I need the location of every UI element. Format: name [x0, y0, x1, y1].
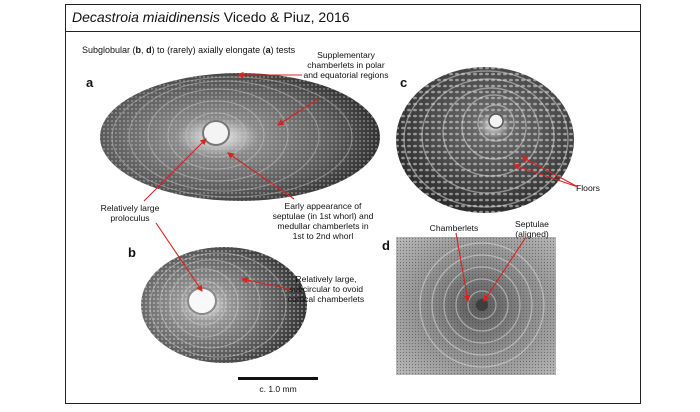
subtitle-text: ) to (rarely) axially elongate (: [151, 45, 266, 55]
figure-subtitle: Subglobular (b, d) to (rarely) axially e…: [82, 45, 295, 55]
subtitle-ref-a: a: [265, 45, 271, 55]
annotation-early-septulae: Early appearance of septulae (in 1st who…: [272, 201, 374, 241]
scale-label: c. 1.0 mm: [259, 384, 297, 394]
scale-bar: [238, 377, 318, 380]
title-bar: Decastroia miaidinensis Vicedo & Piuz, 2…: [66, 5, 640, 32]
panel-label-b: b: [128, 245, 136, 260]
specimen-image-d: [396, 237, 556, 375]
specimen-image-c: [394, 65, 576, 215]
subtitle-text: ,: [141, 45, 147, 55]
panel-label-a: a: [86, 75, 94, 90]
panel-label-c: c: [400, 75, 408, 90]
annotation-cortical-chamberlets: Relatively large, subcircular to ovoid c…: [287, 274, 365, 304]
figure-frame: Decastroia miaidinensis Vicedo & Piuz, 2…: [65, 4, 641, 404]
annotation-supplementary-chamberlets: Supplementary chamberlets in polar and e…: [303, 50, 389, 80]
annotation-proloculus: Relatively large proloculus: [100, 203, 160, 223]
annotation-chamberlets: Chamberlets: [429, 223, 479, 233]
subtitle-ref-b: b: [135, 45, 142, 55]
panel-label-d: d: [382, 238, 390, 253]
figure-title: Decastroia miaidinensis Vicedo & Piuz, 2…: [72, 9, 350, 25]
subtitle-ref-d: d: [146, 45, 152, 55]
subtitle-text: ) tests: [270, 45, 296, 55]
annotation-floors: Floors: [576, 183, 600, 193]
specimen-image-b: [140, 245, 308, 365]
annotation-septulae-aligned: Septulae (aligned): [515, 219, 549, 239]
specimen-image-a: [98, 71, 382, 203]
species-name: Decastroia miaidinensis: [72, 9, 220, 25]
species-authority: Vicedo & Piuz, 2016: [219, 9, 350, 25]
subtitle-text: Subglobular (: [82, 45, 136, 55]
